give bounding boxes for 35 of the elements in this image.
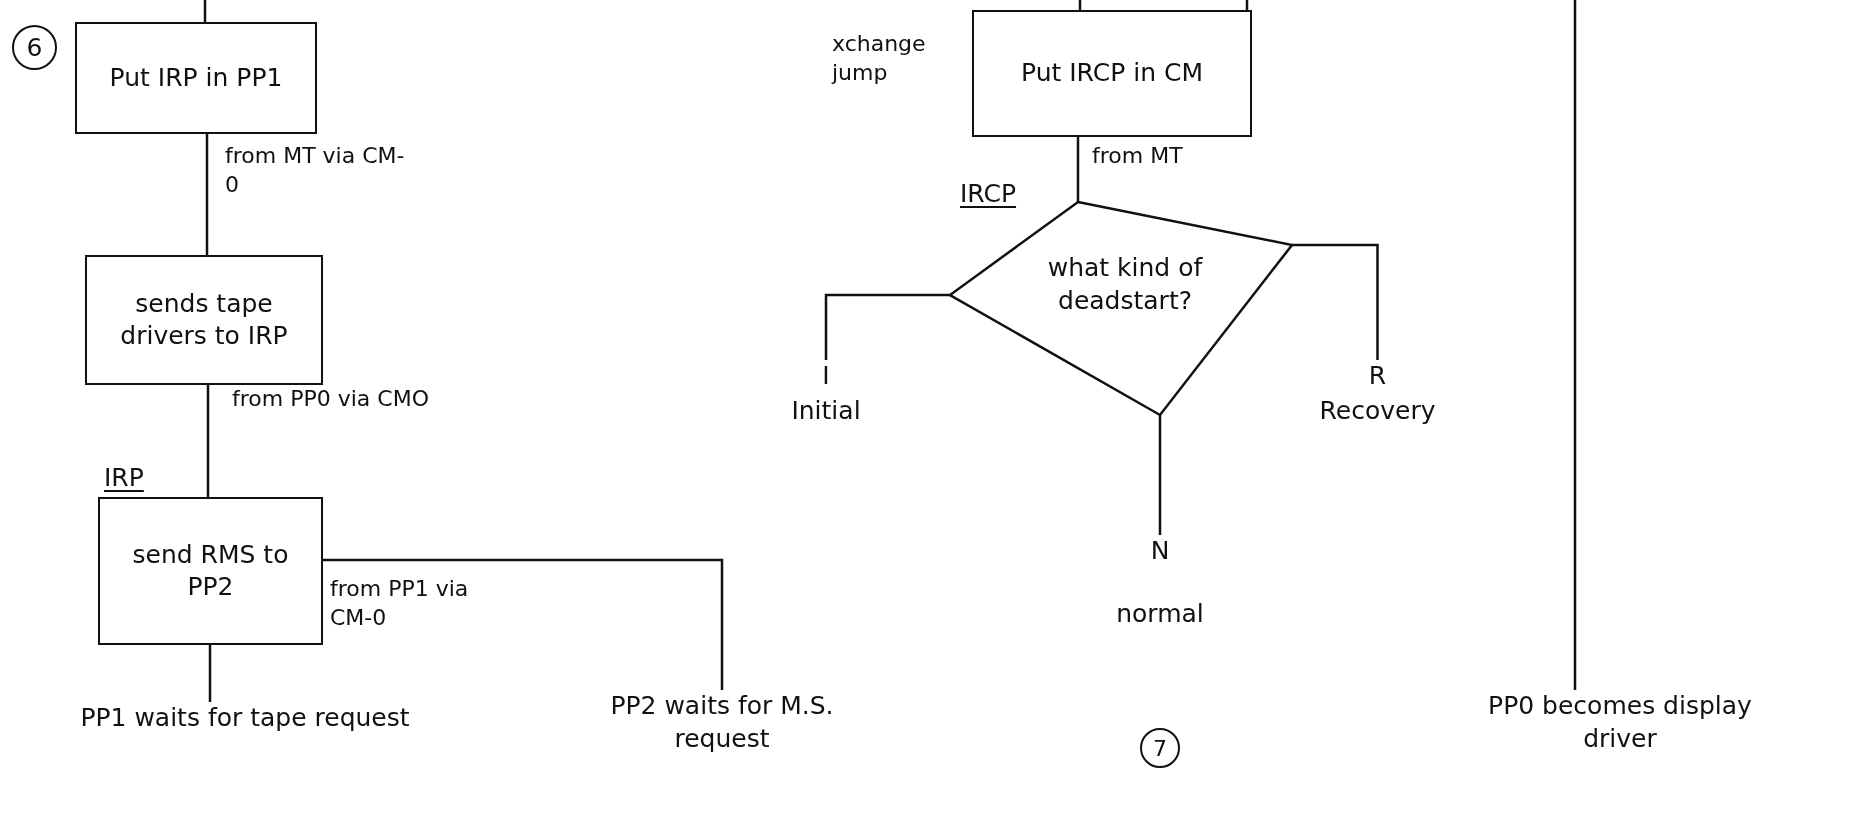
circled-number: 6 [12,25,57,70]
side-note: xchange jump [832,30,927,87]
edge-label: from MT [1092,142,1184,170]
flow-text: PP2 waits for M.S. request [609,690,835,755]
box-text: Put IRP in PP1 [109,61,283,94]
flow-text: N [1150,535,1170,567]
connector-line [1245,0,1249,10]
circled-number: 7 [1140,728,1180,768]
connector-line [323,558,724,690]
decision-text: what kind of deadstart? [1046,252,1204,317]
edge-label: from PP1 via CM-0 [330,575,470,632]
connector-line [1158,415,1162,535]
node-heading: IRP [104,462,144,494]
flow-text: Recovery [1319,394,1436,427]
box-text: send RMS to PP2 [131,538,290,603]
flow-text: Initial [791,394,861,427]
connector-line [1292,243,1379,360]
flow-text: normal [1116,597,1204,630]
flow-text: PP0 becomes display driver [1487,690,1753,755]
connector-line [206,385,210,497]
edge-label: from MT via CM-0 [225,142,406,199]
node-heading: IRCP [960,178,1017,210]
connector-line [208,645,212,702]
edge-label: from PP0 via CMO [232,385,430,413]
connector-line [203,0,207,22]
flow-text: R [1368,360,1387,392]
box-text: sends tape drivers to IRP [119,287,289,352]
connector-line [1573,0,1577,690]
connector-line [1076,137,1080,202]
connector-line [1078,0,1082,10]
connector-line [205,134,209,255]
box-text: Put IRCP in CM [1021,57,1203,90]
flow-text: I [822,360,830,392]
connector-line [824,293,950,360]
flow-text: PP1 waits for tape request [80,702,410,734]
